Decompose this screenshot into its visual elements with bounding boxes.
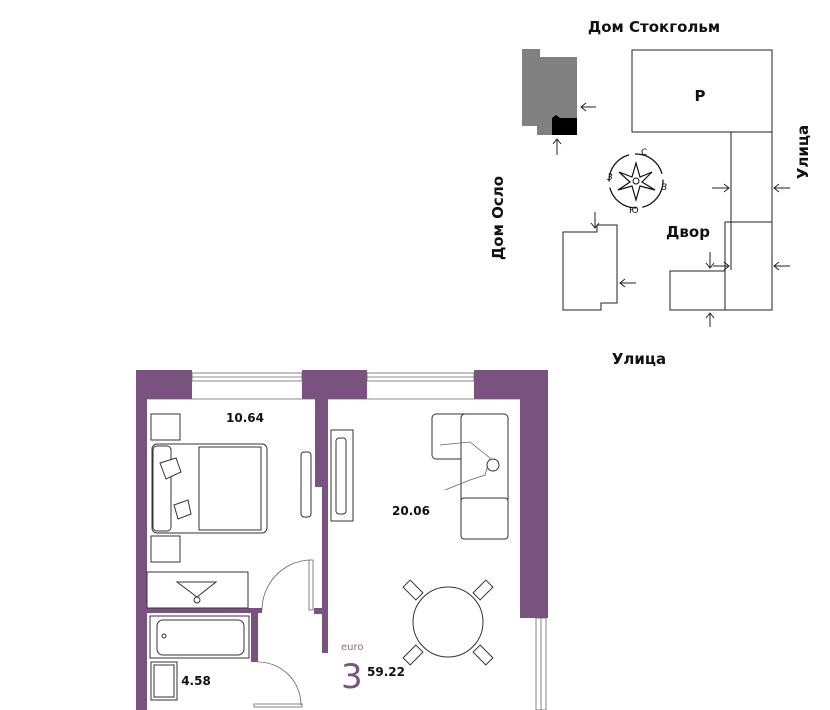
entrance-arrow-icon [773,261,790,271]
bedroom-area: 10.64 [226,411,264,425]
entrance-arrow-icon [619,278,636,288]
entrance-arrow-icon [773,183,790,193]
wardrobe [146,571,249,609]
bedroom-door [261,559,314,611]
tv [300,451,312,518]
street-right-label: Улица [794,125,812,179]
street-bottom-label: Улица [612,350,666,368]
entrance-arrow-icon [552,138,562,155]
floor-plan: 10.64 20.06 4.58 euro 3 59.22 [136,370,548,710]
total-area: 59.22 [367,665,405,679]
bathroom-area: 4.58 [181,674,211,688]
house-oslo-label: Дом Осло [489,176,507,260]
selected-building [522,49,577,135]
compass-north: С [641,148,647,158]
entrance-arrow-icon [705,252,730,271]
sofa [431,413,509,540]
compass-east: В [661,183,667,193]
entrance-arrow-icon [580,102,596,112]
parking-building [631,49,773,133]
bed [151,443,268,534]
walls [136,370,548,710]
courtyard-label: Двор [666,223,710,241]
bathroom-door [253,661,303,708]
window [535,617,547,710]
parking-label: Р [695,87,706,105]
window [191,372,303,382]
sink [150,661,178,701]
window [366,372,475,382]
living-area: 20.06 [392,504,430,518]
nightstand [150,413,181,441]
entrance-arrow-icon [705,312,715,327]
compass-south: Ю [629,206,639,216]
house-stockholm-label: Дом Стокгольм [588,18,720,36]
site-plan: Дом Стокгольм Р [489,18,812,368]
apartment-type-label: euro [341,642,364,653]
bathtub [149,615,250,659]
nightstand [150,535,181,563]
compass-west: З [607,173,613,183]
dining-table [402,579,494,666]
house-oslo-building [562,224,618,311]
compass-icon: С Ю З В [607,148,667,216]
tv-cabinet [330,429,354,522]
rooms-count: 3 [341,657,363,697]
building-east-upper [730,132,773,223]
entrance-arrow-icon [590,212,600,229]
entrance-arrow-icon [712,183,730,193]
